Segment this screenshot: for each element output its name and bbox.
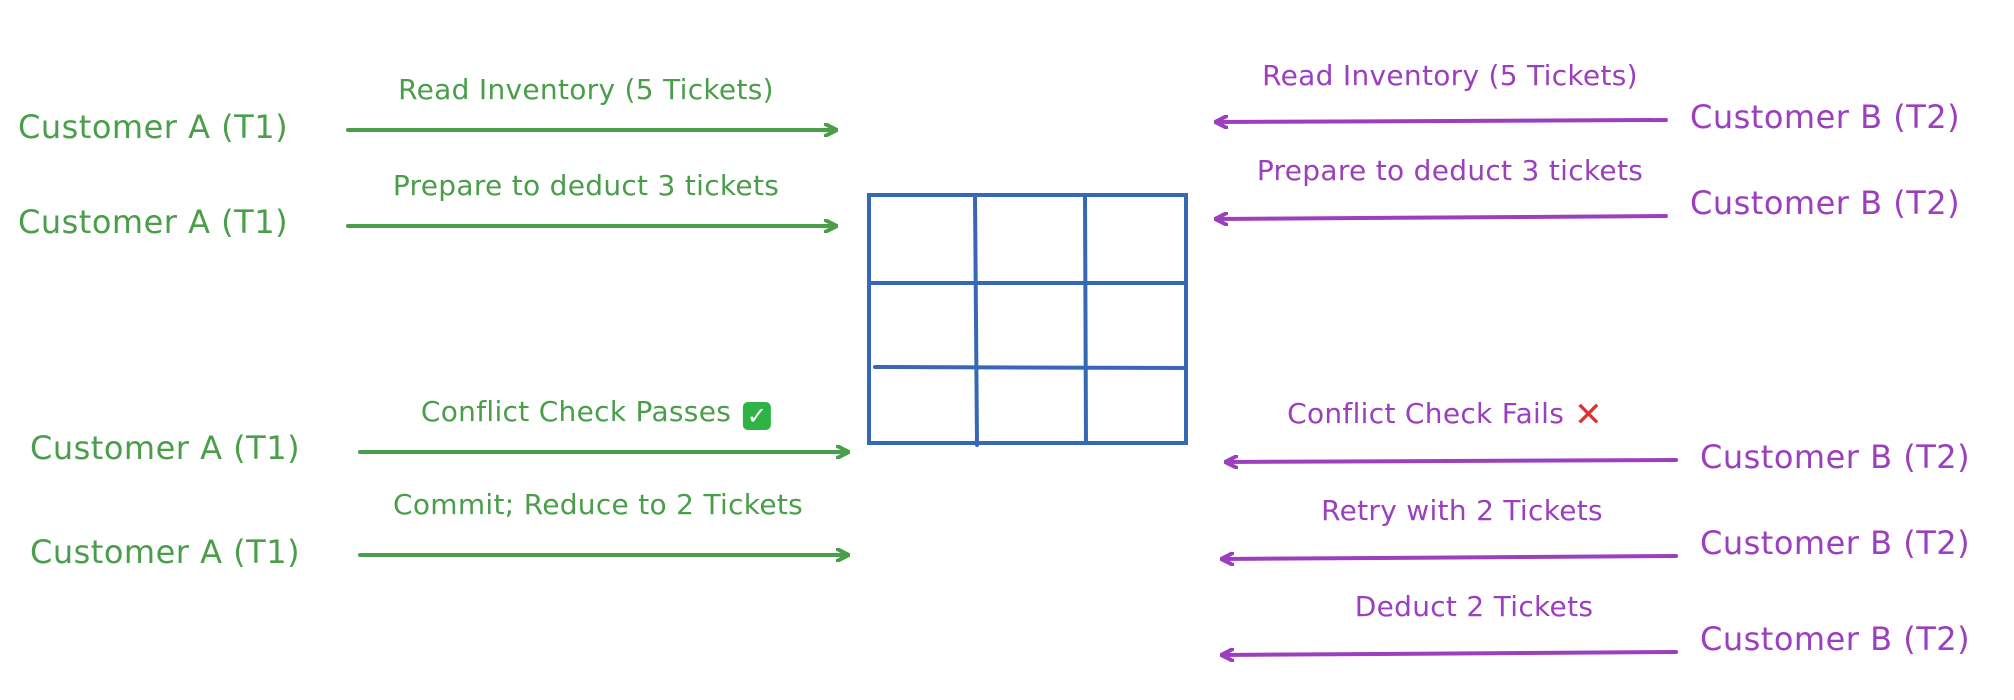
step-b-conflict-check: Conflict Check Fails ✕	[1287, 398, 1603, 432]
arrow-b-conflict-check	[1226, 460, 1678, 462]
actor-customer-a-4: Customer A (T1)	[30, 533, 301, 571]
step-a-conflict-check-text: Conflict Check Passes	[420, 395, 732, 428]
actor-customer-a-1: Customer A (T1)	[18, 108, 289, 146]
arrow-b-deduct	[1222, 652, 1678, 655]
step-a-prepare-deduct: Prepare to deduct 3 tickets	[392, 169, 780, 202]
actor-customer-b-3: Customer B (T2)	[1700, 438, 1971, 476]
table-outline	[867, 193, 1188, 445]
step-b-read-inventory: Read Inventory (5 Tickets)	[1262, 59, 1638, 92]
actor-customer-b-1: Customer B (T2)	[1690, 98, 1961, 136]
actor-customer-a-3: Customer A (T1)	[30, 429, 301, 467]
table-col-divider-1	[973, 193, 979, 447]
arrow-b-read-inventory	[1216, 120, 1668, 122]
database-table-icon	[867, 193, 1188, 447]
table-col-divider-2	[1083, 193, 1088, 445]
step-b-deduct: Deduct 2 Tickets	[1354, 590, 1594, 623]
actor-customer-b-2: Customer B (T2)	[1690, 184, 1961, 222]
actor-customer-b-5: Customer B (T2)	[1700, 620, 1971, 658]
step-a-conflict-check: Conflict Check Passes ✓	[420, 395, 772, 430]
arrow-b-retry	[1222, 556, 1678, 559]
table-row-divider-2	[873, 365, 1188, 370]
step-b-prepare-deduct: Prepare to deduct 3 tickets	[1256, 154, 1644, 187]
cross-mark-icon: ✕	[1574, 395, 1603, 435]
step-b-conflict-check-text: Conflict Check Fails	[1287, 397, 1565, 430]
check-mark-icon: ✓	[743, 402, 772, 430]
step-a-read-inventory: Read Inventory (5 Tickets)	[398, 73, 774, 106]
step-a-commit: Commit; Reduce to 2 Tickets	[392, 488, 804, 521]
actor-customer-b-4: Customer B (T2)	[1700, 524, 1971, 562]
actor-customer-a-2: Customer A (T1)	[18, 203, 289, 241]
step-b-retry: Retry with 2 Tickets	[1321, 494, 1603, 527]
arrow-b-prepare-deduct	[1216, 216, 1668, 219]
